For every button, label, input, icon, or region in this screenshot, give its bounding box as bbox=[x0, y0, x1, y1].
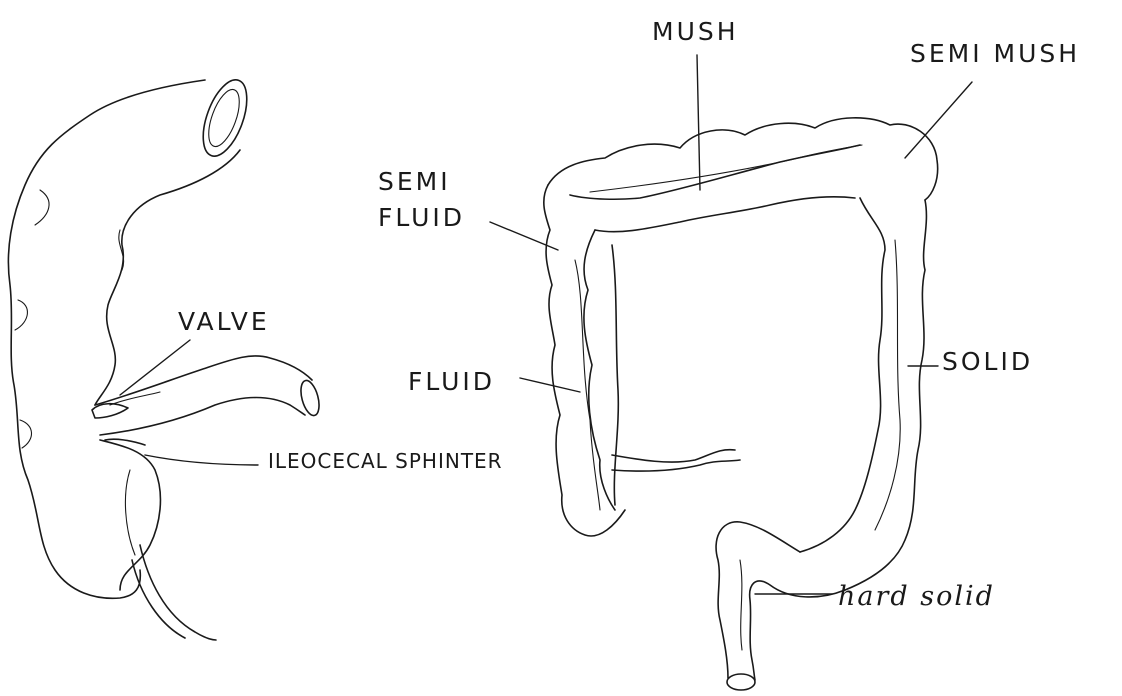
label-fluid: FLUID bbox=[408, 367, 495, 396]
label-ileocecal-sphincter: ILEOCECAL SPHINTER bbox=[268, 449, 503, 473]
transverse-fold-line bbox=[590, 145, 862, 192]
ileum-top bbox=[95, 356, 312, 405]
rectum-end bbox=[727, 674, 755, 690]
valve-shape bbox=[92, 404, 128, 418]
descending-colon-outer bbox=[845, 200, 926, 590]
cecum-inner-wall bbox=[95, 150, 240, 405]
cecum-fold-2 bbox=[35, 190, 49, 225]
cecum-fold-4 bbox=[20, 420, 32, 448]
valve-leader bbox=[120, 340, 190, 395]
label-mush: MUSH bbox=[652, 17, 739, 46]
ascending-colon-right-wall bbox=[612, 245, 618, 505]
label-semi: SEMI bbox=[378, 167, 451, 196]
mush-leader bbox=[697, 55, 700, 190]
sigmoid-fold-line bbox=[740, 560, 742, 650]
label-valve: VALVE bbox=[178, 307, 270, 336]
cecum-outer-wall bbox=[8, 80, 205, 598]
ileocecal-leader bbox=[145, 455, 258, 465]
label-semi-mush: SEMI MUSH bbox=[910, 39, 1080, 68]
cecum-pouch bbox=[100, 440, 160, 590]
cecum-fold-3 bbox=[15, 300, 27, 330]
ileum-bottom bbox=[100, 398, 305, 436]
cecum-open-end-inner bbox=[202, 86, 245, 151]
cecum-pouch-fold bbox=[125, 470, 135, 555]
label-solid: SOLID bbox=[942, 347, 1033, 376]
sigmoid-outer bbox=[716, 522, 800, 678]
descending-colon-inner bbox=[800, 198, 885, 552]
transverse-colon-underside bbox=[595, 197, 855, 232]
appendix bbox=[140, 545, 216, 640]
label-hard-solid: hard solid bbox=[838, 581, 995, 612]
fluid-leader bbox=[520, 378, 580, 392]
ascending-fold-line bbox=[575, 260, 600, 510]
cecum-open-end bbox=[194, 74, 255, 161]
semi-mush-leader bbox=[905, 82, 972, 158]
transverse-colon-top bbox=[548, 118, 938, 200]
cecum-drawing bbox=[8, 74, 322, 640]
ileum-stub-top bbox=[612, 450, 735, 462]
descending-fold-line bbox=[875, 240, 900, 530]
label-semi-fluid: FLUID bbox=[378, 203, 465, 232]
ascending-colon-inner bbox=[584, 230, 615, 510]
sigmoid-inner bbox=[750, 581, 845, 680]
